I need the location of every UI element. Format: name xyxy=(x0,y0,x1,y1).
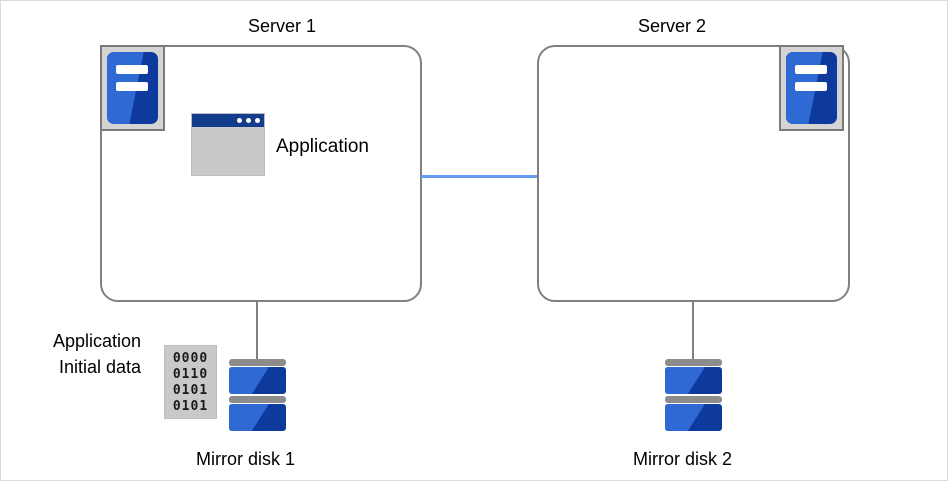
disk-plate-middle xyxy=(229,396,286,403)
disk-plate-top xyxy=(229,359,286,366)
application-label: Application xyxy=(276,136,369,157)
application-titlebar xyxy=(192,114,264,127)
server-1-enclosure xyxy=(100,45,422,302)
server-icon-bar-top xyxy=(116,65,148,74)
disk-plate-top xyxy=(665,359,722,366)
server-unit-icon xyxy=(779,45,844,131)
mirror-disk-icon xyxy=(665,359,722,431)
binary-row: 0000 xyxy=(172,350,209,366)
disk-platter-lower xyxy=(229,404,286,431)
server-icon-bar-top xyxy=(795,65,827,74)
window-dot-3 xyxy=(255,118,260,123)
server-unit-icon xyxy=(100,45,165,131)
server-interconnect-line xyxy=(421,175,539,178)
binary-row: 0101 xyxy=(172,382,209,398)
binary-row: 0110 xyxy=(172,366,209,382)
server-2-title: Server 2 xyxy=(638,16,707,36)
initial-data-label-line1: Application xyxy=(53,331,142,351)
disk-platter-upper xyxy=(229,367,286,394)
initial-data-label-line2: Initial data xyxy=(59,357,142,377)
disk-plate-middle xyxy=(665,396,722,403)
application-window-icon xyxy=(191,113,265,176)
window-dot-2 xyxy=(246,118,251,123)
mirror-disk-2-caption: Mirror disk 2 xyxy=(633,449,733,469)
initial-data-label: Application Initial data xyxy=(53,328,141,380)
server-2-disk-connector xyxy=(692,301,694,363)
binary-data-icon: 0000 0110 0101 0101 xyxy=(164,345,217,419)
window-dot-1 xyxy=(237,118,242,123)
mirror-disk-1-caption: Mirror disk 1 xyxy=(196,449,296,469)
server-1-title: Server 1 xyxy=(248,16,317,36)
binary-row: 0101 xyxy=(172,398,209,414)
server-icon-bar-bottom xyxy=(116,82,148,91)
disk-platter-upper xyxy=(665,367,722,394)
server-1-disk-connector xyxy=(256,301,258,363)
server-icon-bar-bottom xyxy=(795,82,827,91)
mirror-disk-icon xyxy=(229,359,286,431)
server-icon-body xyxy=(786,52,837,124)
disk-platter-lower xyxy=(665,404,722,431)
server-icon-body xyxy=(107,52,158,124)
